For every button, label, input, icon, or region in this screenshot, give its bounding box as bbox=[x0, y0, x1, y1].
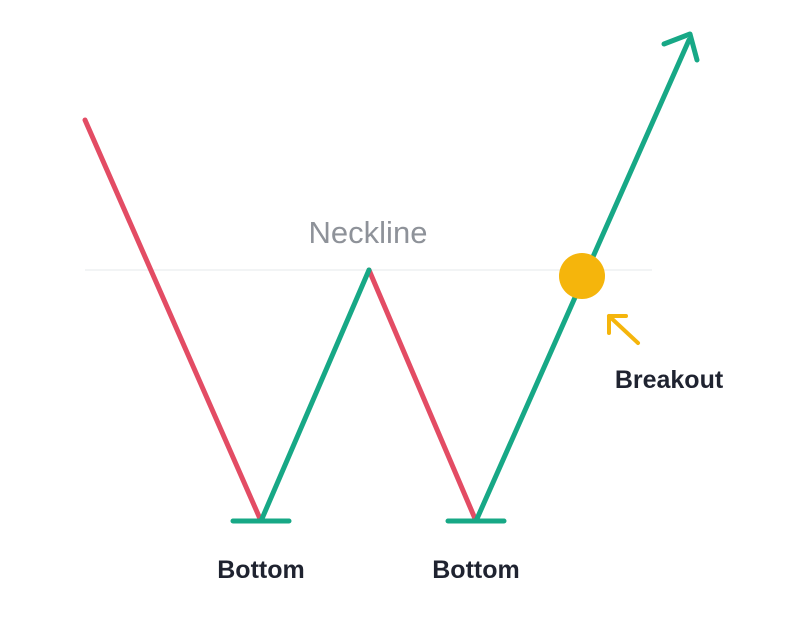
arrow-up-left-icon bbox=[607, 314, 640, 345]
down-leg-first bbox=[82, 117, 264, 524]
bottom-left-label: Bottom bbox=[217, 556, 304, 584]
down-leg-second bbox=[366, 267, 479, 524]
bottom-right-label: Bottom bbox=[432, 556, 519, 584]
up-leg-first bbox=[258, 267, 372, 524]
breakout-dot bbox=[559, 253, 605, 299]
breakout-label: Breakout bbox=[615, 366, 724, 394]
arrow-up-right-icon bbox=[661, 31, 700, 63]
neckline-label: Neckline bbox=[309, 215, 428, 250]
